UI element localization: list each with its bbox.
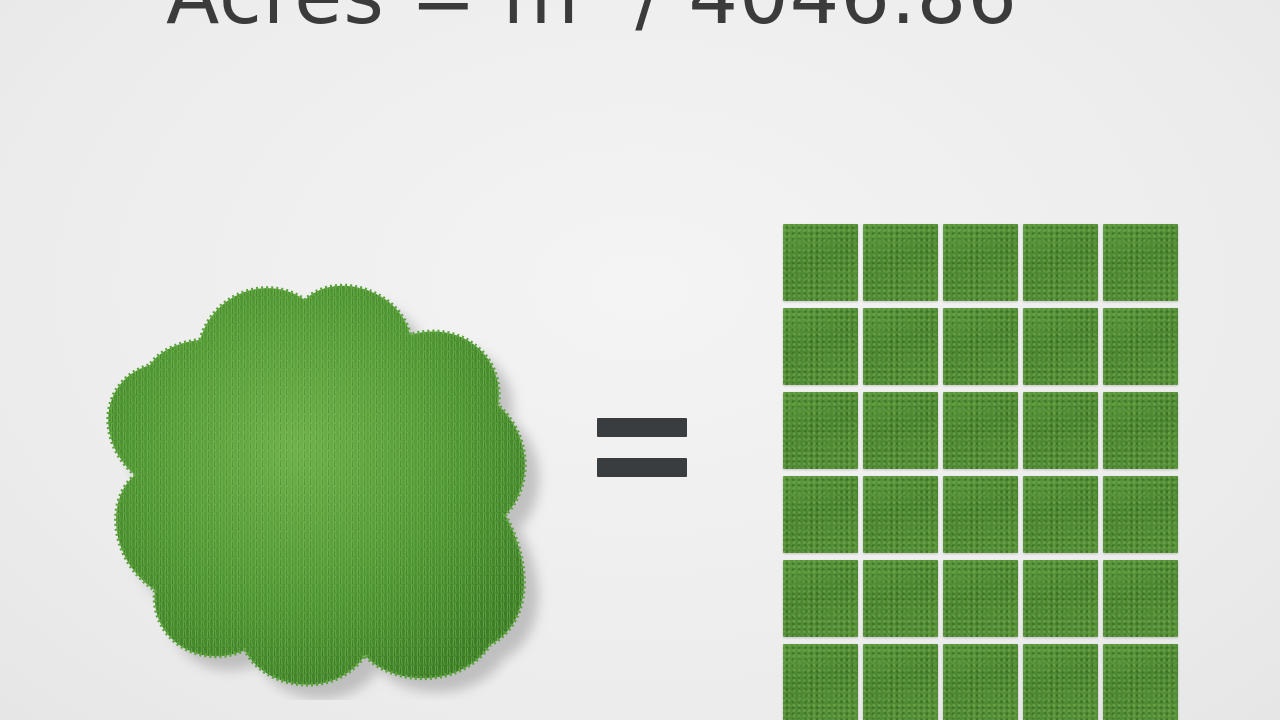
grass-tile xyxy=(863,476,938,553)
grass-tile xyxy=(1023,644,1098,720)
grass-tile xyxy=(943,392,1018,469)
grass-tile xyxy=(943,224,1018,301)
grass-tile xyxy=(863,644,938,720)
grass-tile xyxy=(943,308,1018,385)
grass-tile xyxy=(863,224,938,301)
formula-exponent: 2 xyxy=(582,0,610,1)
formula-heading: Acres = m2 / 4046.86 xyxy=(166,0,1018,36)
grass-tile xyxy=(783,392,858,469)
grass-tile xyxy=(783,224,858,301)
grass-tile xyxy=(1103,392,1178,469)
grass-tile xyxy=(863,560,938,637)
grass-tile xyxy=(783,476,858,553)
grass-tile-grid-icon xyxy=(783,224,1181,720)
grass-tile xyxy=(1023,308,1098,385)
grass-tile xyxy=(783,560,858,637)
equals-top-bar xyxy=(597,418,687,437)
grass-blob-icon xyxy=(106,283,539,699)
formula-suffix: / 4046.86 xyxy=(610,0,1018,42)
grass-tile xyxy=(943,644,1018,720)
grass-tile xyxy=(863,308,938,385)
grass-tile xyxy=(783,644,858,720)
grass-tile xyxy=(943,560,1018,637)
grass-tile xyxy=(1023,224,1098,301)
grass-tile xyxy=(1103,476,1178,553)
grass-tile xyxy=(1023,392,1098,469)
grass-tile xyxy=(1103,644,1178,720)
grass-tile xyxy=(943,476,1018,553)
equals-bottom-bar xyxy=(597,458,687,477)
grass-tile xyxy=(863,392,938,469)
formula-prefix: Acres = m xyxy=(166,0,580,42)
grass-tile xyxy=(1103,560,1178,637)
grass-tile xyxy=(1103,308,1178,385)
grass-tile xyxy=(1023,560,1098,637)
grass-tile xyxy=(783,308,858,385)
grass-tile xyxy=(1023,476,1098,553)
grass-tile xyxy=(1103,224,1178,301)
equals-icon xyxy=(597,418,687,478)
